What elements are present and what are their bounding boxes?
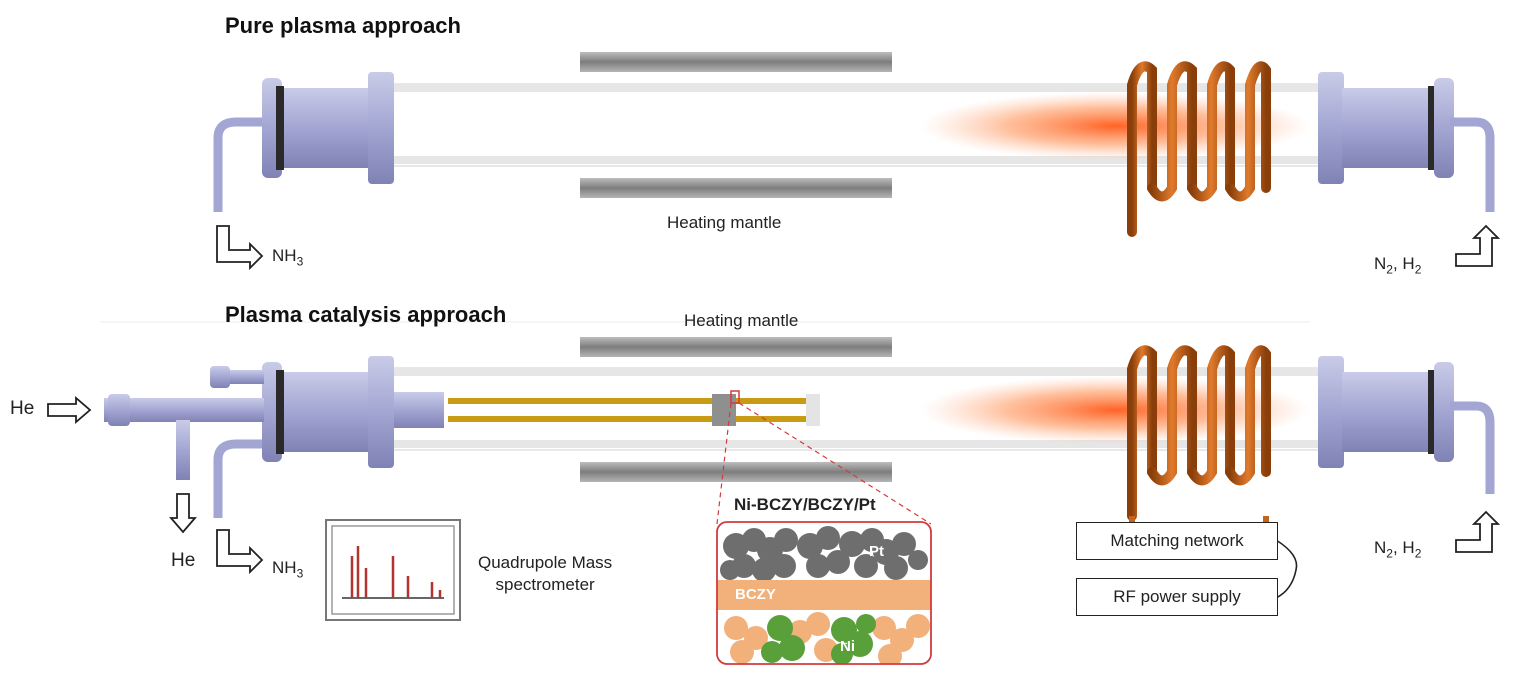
top-heating-mantle-lower	[580, 178, 892, 198]
bottom-heating-mantle-label: Heating mantle	[684, 311, 799, 330]
bottom-rf-coil	[1127, 345, 1271, 521]
rf-connector	[1275, 539, 1298, 599]
bczy-layer	[717, 580, 931, 610]
top-heating-mantle-upper	[580, 52, 892, 72]
matching-network-box: Matching network	[1076, 522, 1278, 560]
rf-power-supply-box: RF power supply	[1076, 578, 1278, 616]
top-rf-coil	[1127, 61, 1271, 237]
bczy-label: BCZY	[735, 586, 776, 603]
top-outlet-arrow-icon	[1455, 224, 1501, 267]
ni-label: Ni	[840, 638, 855, 655]
bottom-inlet-arrow-icon	[216, 529, 264, 575]
qms-label: Quadrupole Mass spectrometer	[478, 553, 613, 594]
bottom-outlet-label: N2, H2	[1374, 538, 1422, 561]
bottom-left-fitting	[104, 356, 444, 518]
inset-title: Ni-BCZY/BCZY/Pt	[734, 495, 876, 514]
catalyst-inset	[716, 521, 932, 665]
bottom-outlet-arrow-icon	[1455, 510, 1501, 553]
catalyst-sample	[712, 394, 736, 426]
bottom-inlet-label: NH3	[272, 558, 304, 581]
bottom-reactor	[47, 337, 1501, 599]
catalyst-tube-lower	[448, 416, 810, 422]
pt-particles	[720, 526, 928, 582]
pt-label: Pt	[869, 543, 884, 560]
catalyst-tube-upper	[448, 398, 810, 404]
bottom-heating-mantle-upper	[580, 337, 892, 357]
bottom-heating-mantle-lower	[580, 462, 892, 482]
he-inlet-label: He	[10, 398, 35, 419]
top-left-fitting	[213, 72, 394, 212]
he-inlet-arrow-icon	[47, 396, 92, 424]
top-inlet-label: NH3	[272, 246, 304, 269]
bottom-right-fitting	[1318, 356, 1495, 494]
ni-bczy-composite	[724, 612, 930, 664]
top-heating-mantle-label: Heating mantle	[667, 213, 782, 232]
top-inlet-arrow-icon	[216, 225, 264, 271]
bottom-panel-title: Plasma catalysis approach	[225, 302, 507, 327]
top-panel-title: Pure plasma approach	[225, 13, 461, 38]
he-outlet-label: He	[171, 550, 196, 571]
qms-monitor-icon	[325, 519, 461, 621]
top-reactor	[213, 52, 1501, 271]
he-outlet-arrow-icon	[169, 493, 197, 534]
top-right-fitting	[1318, 72, 1495, 212]
top-outlet-label: N2, H2	[1374, 254, 1422, 277]
